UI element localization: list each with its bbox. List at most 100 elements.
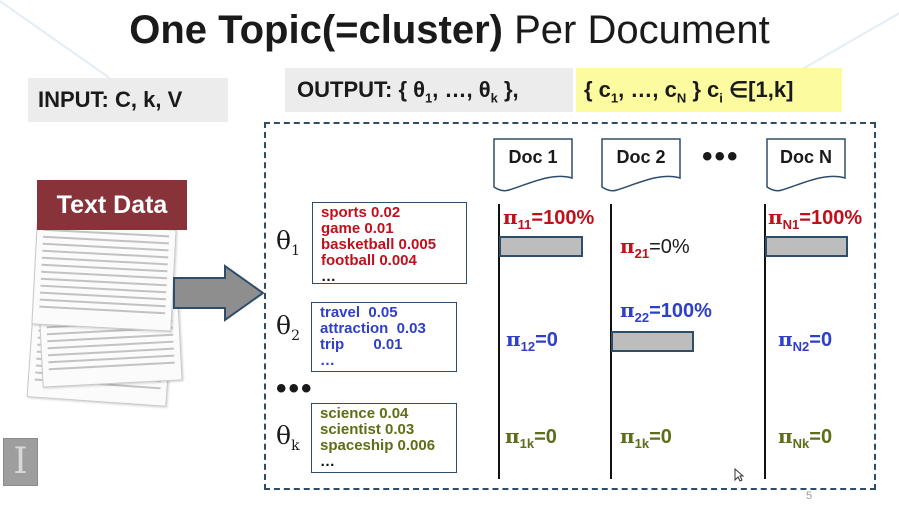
- cluster-sub-i: i: [719, 90, 723, 106]
- topic-word: sports 0.02: [321, 204, 401, 221]
- pi-symbol: π: [620, 298, 635, 322]
- pi-12-label: π12=0: [506, 327, 558, 354]
- output-mid: , …, θ: [432, 77, 491, 102]
- theta-sub: 2: [291, 328, 300, 344]
- pi-value: =100%: [649, 300, 712, 322]
- theta-sub: k: [291, 438, 300, 454]
- pi-value: =0: [649, 426, 672, 448]
- theta-k-label: θk: [276, 421, 300, 454]
- pi-11-label: π11=100%: [503, 205, 594, 232]
- topic-word: science 0.04: [320, 405, 409, 422]
- doc-n-axis: [764, 204, 766, 479]
- pi-value: =0: [535, 329, 558, 351]
- pi-sub: 12: [520, 339, 536, 354]
- topic-word: scientist 0.03: [320, 421, 415, 438]
- pi-symbol: π: [778, 424, 793, 448]
- topic-word: spaceship 0.006: [320, 437, 436, 454]
- cluster-mid: , …, c: [618, 77, 677, 102]
- pi-22-label: π22=100%: [620, 298, 712, 325]
- topic-word: attraction 0.03: [320, 320, 426, 337]
- text-data-label: Text Data: [37, 180, 187, 230]
- topic-word: trip 0.01: [320, 336, 403, 353]
- output-sub-1: 1: [425, 90, 433, 106]
- pi-value: =0: [809, 329, 833, 351]
- document-icon: [601, 138, 681, 192]
- pi-symbol: π: [505, 424, 520, 448]
- doc-n-header: Doc N: [766, 138, 846, 192]
- theta-symbol: θ: [276, 226, 292, 255]
- pi-21-label: π21=0%: [620, 234, 690, 261]
- doc-1-axis: [498, 204, 500, 479]
- pi-sub: 1k: [519, 436, 535, 451]
- cluster-sub-1: 1: [610, 90, 619, 106]
- pi-value: =0%: [649, 236, 690, 258]
- pi-1k-label: π1k=0: [505, 424, 557, 451]
- slide-title: One Topic(=cluster) Per Document: [0, 8, 899, 53]
- pi-symbol: π: [503, 205, 518, 229]
- pi-symbol: π: [778, 327, 793, 351]
- theta-symbol: θ: [276, 421, 292, 450]
- pi-n1-bar: [765, 236, 848, 257]
- document-page-image: [31, 222, 177, 332]
- topic-word: football 0.004: [321, 252, 417, 269]
- pi-2k-label: π1k=0: [620, 424, 672, 451]
- doc-ellipsis: •••: [702, 140, 740, 173]
- pi-value: =0: [534, 426, 557, 448]
- doc-label: Doc 2: [616, 147, 666, 167]
- pi-sub: 21: [634, 246, 650, 261]
- page-number: 5: [806, 490, 813, 502]
- pi-sub: 22: [634, 310, 650, 325]
- pi-22-bar: [611, 331, 694, 352]
- right-arrow-icon: [173, 264, 265, 322]
- theta-2-label: θ2: [276, 311, 300, 344]
- output-suffix: },: [497, 77, 519, 102]
- output-sub-k: k: [490, 90, 498, 106]
- input-box: INPUT: C, k, V: [28, 78, 228, 122]
- pi-nk-label: πNk=0: [778, 424, 832, 451]
- topic-1-word-box: sports 0.02 game 0.01 basketball 0.005 f…: [312, 202, 467, 285]
- pi-n2-label: πN2=0: [778, 327, 832, 354]
- mouse-cursor-icon: [734, 468, 744, 482]
- cluster-assignment-box: { c1, …, cN } ci ∈[1,k]: [576, 68, 842, 112]
- pi-sub: Nk: [792, 436, 810, 451]
- topic-word: …: [321, 268, 336, 285]
- topic-k-word-box: science 0.04 scientist 0.03 spaceship 0.…: [311, 403, 457, 473]
- output-prefix: OUTPUT: { θ: [297, 77, 426, 102]
- pi-symbol: π: [768, 205, 783, 229]
- topic-word: travel 0.05: [320, 304, 398, 321]
- theta-symbol: θ: [276, 311, 292, 340]
- pi-value: =100%: [531, 207, 595, 229]
- cluster-prefix: { c: [584, 77, 611, 102]
- doc-2-header: Doc 2: [601, 138, 681, 192]
- document-icon: [766, 138, 846, 192]
- doc-label: Doc N: [779, 147, 832, 167]
- pi-value: =100%: [799, 207, 863, 229]
- pi-sub: 1k: [634, 436, 650, 451]
- pi-sub: N2: [792, 339, 810, 354]
- topic-2-word-box: travel 0.05 attraction 0.03 trip 0.01 …: [311, 302, 457, 372]
- topic-word: basketball 0.005: [321, 236, 437, 253]
- title-rest: Per Document: [503, 8, 770, 52]
- topic-ellipsis: •••: [276, 372, 314, 405]
- pi-n1-label: πN1=100%: [768, 205, 862, 232]
- pi-value: =0: [809, 426, 833, 448]
- cluster-range: ∈[1,k]: [722, 77, 794, 102]
- theta-sub: 1: [291, 243, 300, 259]
- doc-label: Doc 1: [508, 147, 558, 167]
- pi-sub: 11: [517, 217, 532, 232]
- output-box: OUTPUT: { θ1, …, θk },: [285, 68, 573, 112]
- pi-sub: N1: [782, 217, 800, 232]
- theta-1-label: θ1: [276, 226, 300, 259]
- pi-symbol: π: [620, 234, 635, 258]
- document-icon: [493, 138, 573, 192]
- topic-word: …: [320, 453, 335, 470]
- logo-icon: I: [3, 438, 38, 486]
- model-frame: [264, 122, 876, 490]
- cluster-sub-n: N: [676, 90, 687, 106]
- pi-symbol: π: [506, 327, 521, 351]
- pi-symbol: π: [620, 424, 635, 448]
- cluster-end: } c: [686, 77, 720, 102]
- doc-1-header: Doc 1: [493, 138, 573, 192]
- title-bold: One Topic(=cluster): [129, 8, 503, 52]
- pi-11-bar: [499, 236, 583, 257]
